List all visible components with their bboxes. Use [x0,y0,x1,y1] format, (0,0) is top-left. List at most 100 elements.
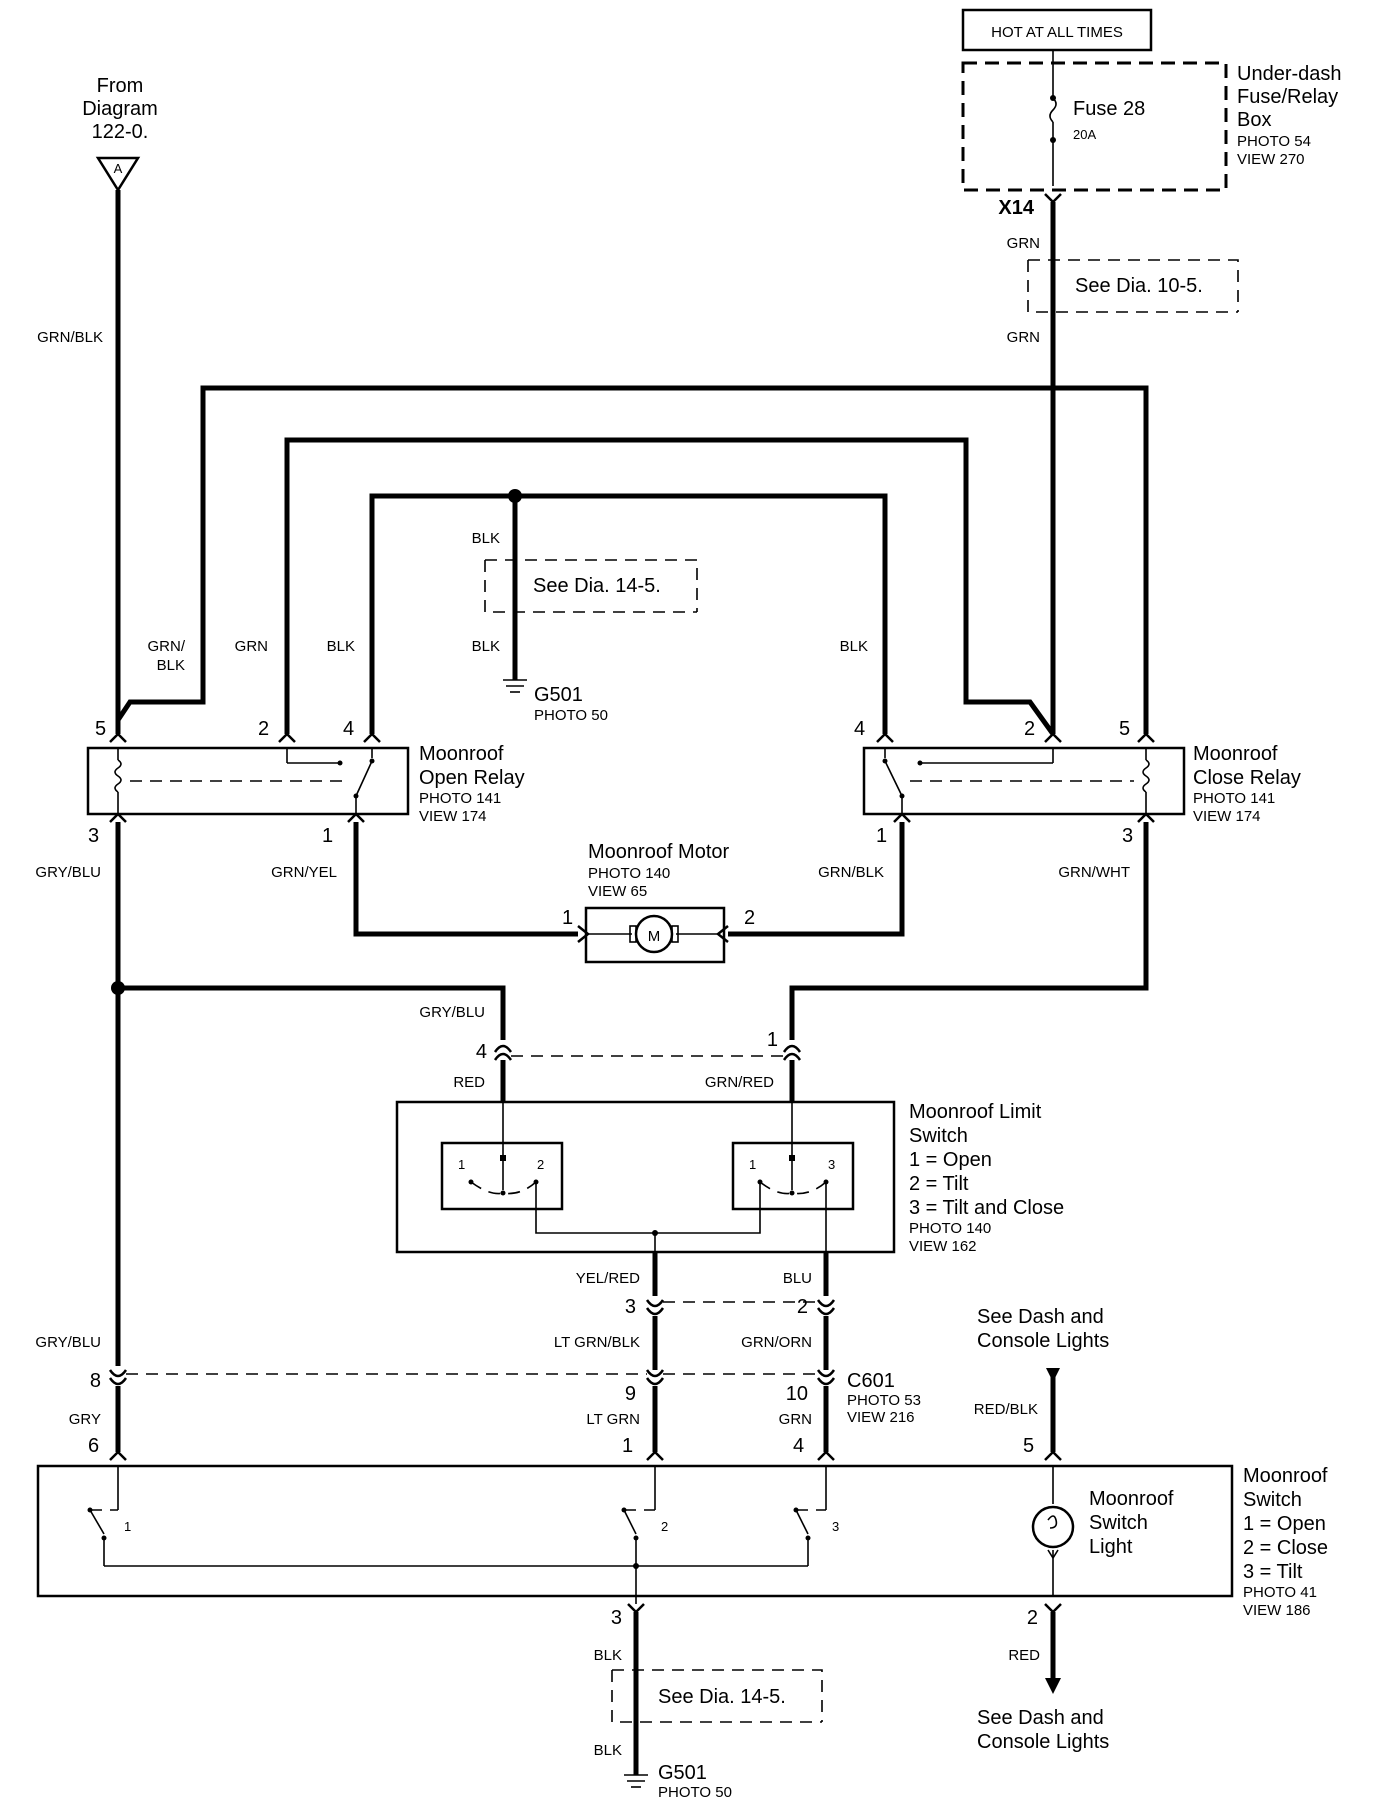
switch-p4: 4 [793,1435,804,1457]
c601-wire-grybl: GRY/BLU [35,1334,101,1351]
see-dia-10-5: See Dia. 10-5. [1075,275,1203,297]
relay-crossover-wires [115,385,1149,736]
limit-switch-1 [440,1141,564,1211]
from-line-3: 122-0. [92,121,149,143]
fusebox-name-2: Fuse/Relay [1237,86,1338,108]
hot-at-all-times-label: HOT AT ALL TIMES [991,24,1123,41]
switch-view: VIEW 186 [1243,1602,1311,1619]
switch-light-bulb [1031,1505,1075,1549]
limit-p3: 3 [625,1296,636,1318]
open-relay-photo: PHOTO 141 [419,790,501,807]
motor-p2: 2 [744,907,755,929]
close-p1: 1 [876,825,887,847]
limit-open: 1 = Open [909,1149,992,1171]
switch-box [36,1464,1234,1598]
c601-wire-grn: GRN [779,1411,812,1428]
switch-light-2: Switch [1089,1512,1148,1534]
limit-wire-blu: BLU [783,1270,812,1287]
switch-open: 1 = Open [1243,1513,1326,1535]
see-dia-14-5-bottom: See Dia. 14-5. [658,1686,786,1708]
c601-p9: 9 [625,1383,636,1405]
bottom-red: RED [1008,1647,1040,1664]
open-p5: 5 [95,718,106,740]
c601-photo: PHOTO 53 [847,1392,921,1409]
limit-wire-red: RED [453,1074,485,1091]
limit-switch-feeds: GRY/BLU 4 1 RED GRN/RED [111,822,1149,1366]
open-w5-1: GRN/ [148,638,186,655]
open-w5-2: BLK [157,657,185,674]
moonroof-motor: M Moonroof Motor PHOTO 140 VIEW 65 1 2 [353,822,905,964]
from-line-1: From [97,75,144,97]
open-w4: BLK [327,638,355,655]
x14-label: X14 [998,197,1034,219]
switch-p3: 3 [611,1607,622,1629]
c601-p8: 8 [90,1370,101,1392]
limit-name-1: Moonroof Limit [909,1101,1042,1123]
limit-p4: 4 [476,1041,487,1063]
moonroof-close-relay: 4 2 5 Moonroof Close Relay PHOTO 141 VIE… [818,718,1301,881]
c601-connector: YEL/RED BLU 3 2 GRY/BLU LT GRN/BLK GRN/O… [35,1252,921,1452]
ground-top-blk-upper: BLK [472,530,500,547]
moonroof-switch: 6 1 4 5 1 2 3 [36,1435,1328,1629]
limit-sw1-b: 2 [537,1157,544,1172]
motor-p1: 1 [562,907,573,929]
fuse-name: Fuse 28 [1073,98,1145,120]
switch-s1: 1 [124,1519,131,1534]
close-relay-view: VIEW 174 [1193,808,1261,825]
close-relay-name-1: Moonroof [1193,743,1278,765]
from-line-2: Diagram [82,98,158,120]
limit-switch-2 [731,1141,855,1211]
moonroof-limit-switch: 1 2 1 3 Moonroof Limit Switch 1 = Open 2… [395,1100,1064,1255]
close-p5: 5 [1119,718,1130,740]
motor-name: Moonroof Motor [588,841,730,863]
motor-m: M [648,928,661,945]
close-relay-name-2: Close Relay [1193,767,1301,789]
g501-top-photo: PHOTO 50 [534,707,608,724]
motor-symbol [634,914,674,954]
open-p2: 2 [258,718,269,740]
switch-light-1: Moonroof [1089,1488,1174,1510]
c601-wire-ltgrnblk: LT GRN/BLK [554,1334,640,1351]
fusebox-name-3: Box [1237,109,1271,131]
c601-wire-grnorn: GRN/ORN [741,1334,812,1351]
limit-sw2-b: 3 [828,1157,835,1172]
switch-p2: 2 [1027,1607,1038,1629]
dash-lights-input: See Dash and Console Lights RED/BLK [974,1306,1109,1452]
fusebox-photo: PHOTO 54 [1237,133,1311,150]
switch-photo: PHOTO 41 [1243,1584,1317,1601]
open-relay-name-2: Open Relay [419,767,525,789]
bottom-outputs: BLK See Dia. 14-5. BLK G501 PHOTO 50 RED… [594,1612,1109,1800]
hot-at-all-times-box [961,8,1153,52]
dash-top-line-1: See Dash and [977,1306,1104,1328]
ground-top-blk-lower: BLK [472,638,500,655]
open-p1: 1 [322,825,333,847]
close-p4: 4 [854,718,865,740]
limit-name-2: Switch [909,1125,968,1147]
limit-p2: 2 [797,1296,808,1318]
g501-bottom-name: G501 [658,1762,707,1784]
tag-a-triangle [95,156,141,193]
open-w1: GRN/YEL [271,864,337,881]
open-relay-box [86,746,410,816]
switch-p6: 6 [88,1435,99,1457]
bottom-blk-upper: BLK [594,1647,622,1664]
limit-view: VIEW 162 [909,1238,977,1255]
motor-box [584,906,726,964]
close-w1: GRN/BLK [818,864,884,881]
switch-p1: 1 [622,1435,633,1457]
grn-below-label: GRN [1007,329,1040,346]
switch-s3: 3 [832,1519,839,1534]
open-p3: 3 [88,825,99,847]
relay-top-labels: GRN/ BLK GRN BLK BLK See Dia. 14-5. BLK … [148,530,869,724]
switch-name-1: Moonroof [1243,1465,1328,1487]
close-w3: GRN/WHT [1058,864,1130,881]
tag-a: A [114,161,123,176]
open-relay-name-1: Moonroof [419,743,504,765]
bottom-dash-arrow [1045,1678,1061,1694]
dash-top-wire: RED/BLK [974,1401,1038,1418]
bottom-blk-lower: BLK [594,1742,622,1759]
c601-name: C601 [847,1370,895,1392]
close-relay-box [862,746,1186,816]
limit-photo: PHOTO 140 [909,1220,991,1237]
